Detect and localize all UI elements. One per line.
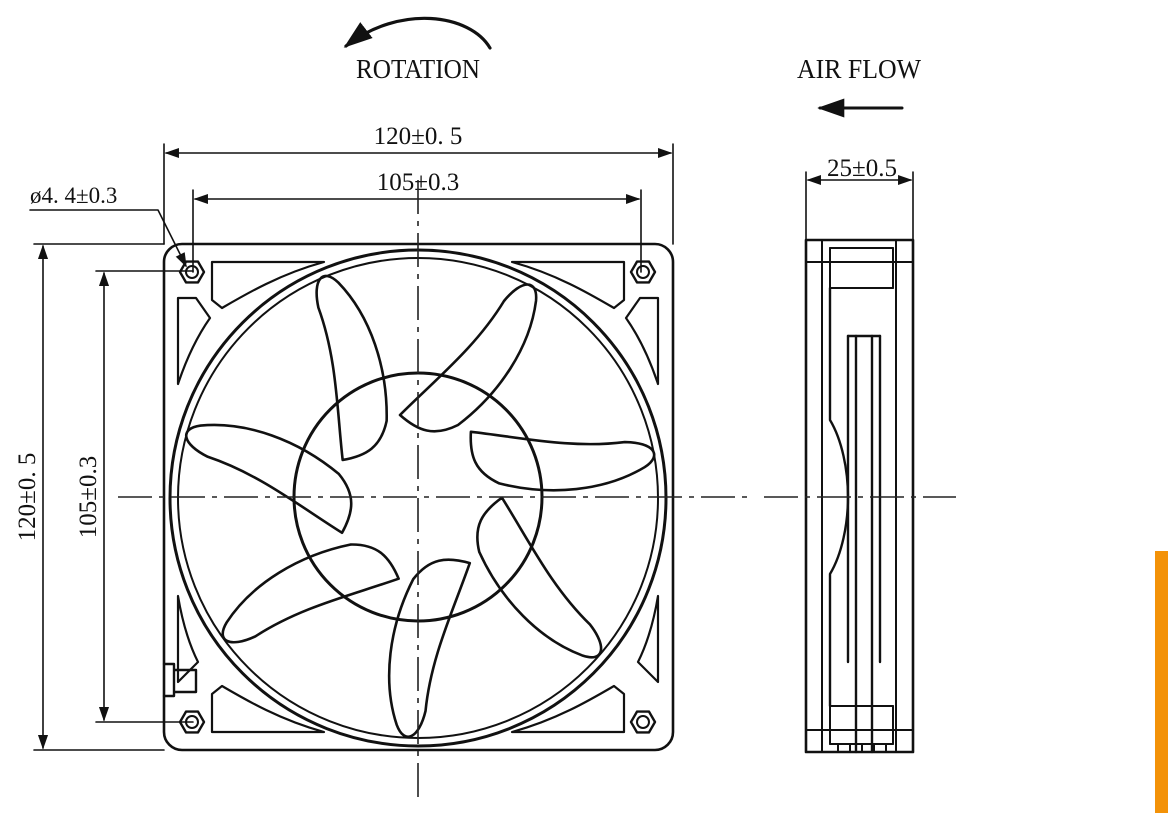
height-overall-label: 120±0. 5 [14,453,41,542]
side-tab-accent [1155,551,1168,813]
airflow-label: AIR FLOW [797,54,921,84]
mounting-holes [178,260,657,734]
airflow-indicator: AIR FLOW [797,54,921,118]
hole-diameter-label: ø4. 4±0.3 [30,183,117,208]
hole-diameter-leader [29,209,187,268]
mounting-hole-bottom-left [178,710,206,734]
frame-corner-pockets [176,260,660,734]
mounting-hole-bottom-right [629,710,657,734]
wire-notch [162,662,198,698]
side-frame [804,238,915,754]
rotation-arrow-icon [343,16,492,50]
width-overall-label: 120±0. 5 [374,123,463,150]
rotation-indicator: ROTATION [343,16,492,84]
fan-front-view [118,180,748,798]
height-holes-label: 105±0.3 [75,456,102,538]
rotation-label: ROTATION [356,54,480,84]
mounting-hole-top-left [178,260,206,284]
side-dimensions: 25±0.5 [805,155,914,241]
mounting-hole-top-right [629,260,657,284]
depth-label: 25±0.5 [827,155,897,182]
fan-side-view [764,238,956,754]
front-dimensions: 120±0. 5 105±0.3 ø4. 4±0.3 120±0. 5 105±… [14,123,674,751]
side-blade-edges [846,334,882,754]
